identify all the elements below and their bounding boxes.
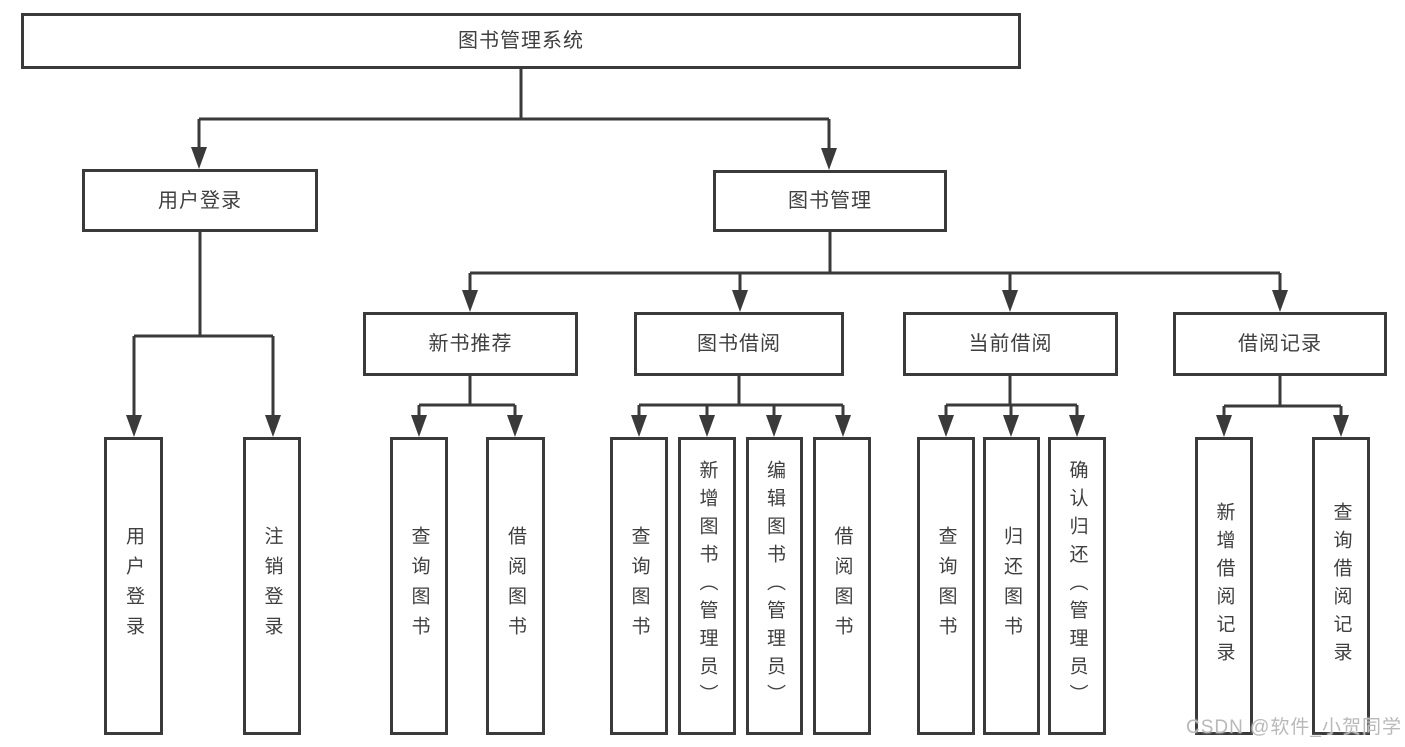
node-new-book-recommend: 新书推荐 xyxy=(363,312,578,376)
connector-arrowheads xyxy=(126,147,1349,437)
leaf-nb-query-book: 查询图书 xyxy=(390,437,448,735)
leaf-nb-borrow-book-label: 借阅图书 xyxy=(505,526,526,646)
node-user-login: 用户登录 xyxy=(82,169,318,232)
leaf-cb-confirm-return-admin-label: 确认归还（管理员） xyxy=(1066,460,1088,712)
node-book-borrow-label: 图书借阅 xyxy=(697,333,781,355)
leaf-bb-borrow-book-label: 借阅图书 xyxy=(831,526,853,646)
leaf-br-add-record: 新增借阅记录 xyxy=(1195,437,1253,735)
leaf-bb-add-book-admin-label: 新增图书（管理员） xyxy=(696,460,718,712)
leaf-cb-confirm-return-admin: 确认归还（管理员） xyxy=(1048,437,1106,735)
leaf-user-login: 用户登录 xyxy=(104,437,163,735)
leaf-bb-edit-book-admin-label: 编辑图书（管理员） xyxy=(764,460,785,712)
node-book-borrow: 图书借阅 xyxy=(634,312,844,376)
leaf-cb-return-book: 归还图书 xyxy=(983,437,1040,735)
node-library-system-label: 图书管理系统 xyxy=(458,30,584,52)
leaf-br-query-record-label: 查询借阅记录 xyxy=(1330,502,1352,670)
leaf-cb-return-book-label: 归还图书 xyxy=(1001,526,1022,646)
node-library-system: 图书管理系统 xyxy=(21,13,1021,69)
leaf-bb-borrow-book: 借阅图书 xyxy=(813,437,871,735)
node-borrow-record: 借阅记录 xyxy=(1173,312,1387,376)
connector-line-paths xyxy=(132,69,1343,419)
leaf-bb-add-book-admin: 新增图书（管理员） xyxy=(678,437,736,735)
leaf-nb-query-book-label: 查询图书 xyxy=(408,526,430,646)
leaf-bb-query-book: 查询图书 xyxy=(610,437,668,735)
leaf-br-add-record-label: 新增借阅记录 xyxy=(1213,502,1235,670)
node-current-borrow: 当前借阅 xyxy=(903,312,1118,376)
watermark-text: CSDN @软件_小贺同学 xyxy=(1186,717,1402,738)
node-current-borrow-label: 当前借阅 xyxy=(968,333,1053,355)
leaf-cb-query-book: 查询图书 xyxy=(917,437,975,735)
node-book-management: 图书管理 xyxy=(713,170,947,232)
leaf-logout-login-label: 注销登录 xyxy=(261,526,283,646)
leaf-nb-borrow-book: 借阅图书 xyxy=(486,437,545,735)
node-borrow-record-label: 借阅记录 xyxy=(1238,333,1322,355)
node-book-management-label: 图书管理 xyxy=(788,190,872,212)
leaf-cb-query-book-label: 查询图书 xyxy=(935,526,957,646)
leaf-bb-query-book-label: 查询图书 xyxy=(628,526,650,646)
node-new-book-recommend-label: 新书推荐 xyxy=(428,333,513,355)
leaf-logout-login: 注销登录 xyxy=(243,437,301,735)
node-user-login-label: 用户登录 xyxy=(158,189,242,212)
leaf-bb-edit-book-admin: 编辑图书（管理员） xyxy=(746,437,803,735)
leaf-user-login-label: 用户登录 xyxy=(123,526,144,646)
leaf-br-query-record: 查询借阅记录 xyxy=(1312,437,1370,735)
